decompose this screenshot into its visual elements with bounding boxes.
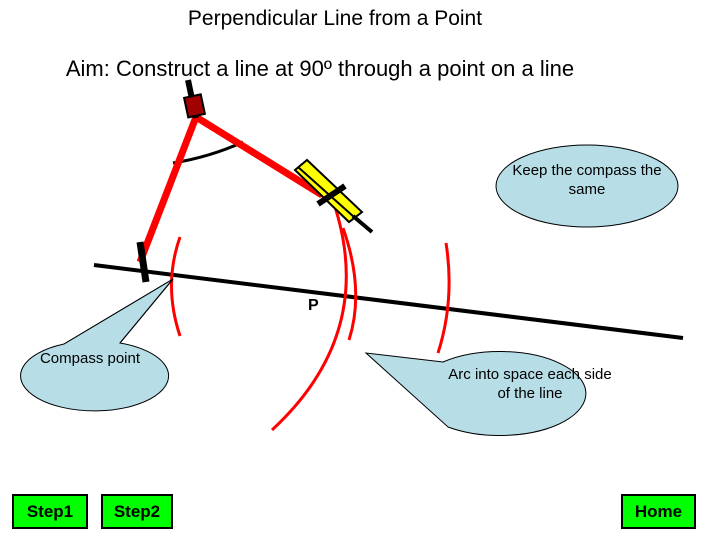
arc-large — [270, 194, 348, 432]
home-button[interactable]: Home — [621, 494, 696, 529]
compass-icon — [136, 79, 324, 283]
arc-far-left — [170, 236, 182, 337]
step2-button[interactable]: Step2 — [101, 494, 173, 529]
callout-arc-into-space-text: Arc into space each side of the line — [448, 366, 612, 402]
pencil-icon — [293, 158, 374, 234]
arc-right — [436, 242, 451, 354]
arc-middle — [341, 227, 358, 341]
callout-compass-point-text: Compass point — [39, 350, 141, 367]
callout-arc-bubble — [364, 351, 587, 436]
callout-keep-compass-text: Keep the compass the same — [512, 162, 662, 198]
callout-keep-compass-bubble — [495, 144, 679, 228]
page-title: Perpendicular Line from a Point — [187, 7, 483, 30]
callout-compass-point-bubble — [20, 278, 174, 412]
point-label-p: P — [308, 297, 319, 314]
step1-button[interactable]: Step1 — [12, 494, 88, 529]
aim-text: Aim: Construct a line at 90º through a p… — [65, 56, 575, 81]
base-line — [93, 263, 684, 340]
